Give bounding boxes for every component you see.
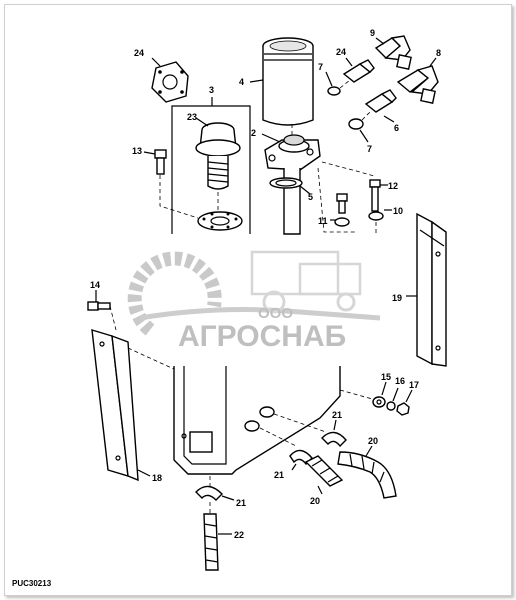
hose-clamp-21a — [321, 419, 347, 448]
washer-7b — [348, 111, 371, 143]
callout-7a: 7 — [318, 62, 323, 72]
callout-15: 15 — [381, 372, 391, 382]
watermark-name: АГРОСНАБ — [178, 320, 346, 353]
washer-part-16 — [386, 387, 399, 411]
callout-21a: 21 — [332, 410, 342, 420]
nut-part-17 — [396, 389, 413, 416]
watermark-logo: ООО АГРОСНАБ — [127, 250, 381, 353]
bolt-part-14 — [87, 290, 117, 331]
callout-22: 22 — [234, 530, 244, 540]
bolt-part-11 — [317, 167, 356, 233]
callout-18: 18 — [152, 473, 162, 483]
filter-canister-part — [249, 37, 314, 126]
callout-17: 17 — [409, 380, 419, 390]
watermark-truck — [250, 250, 340, 296]
callout-24b: 24 — [336, 47, 346, 57]
callout-12: 12 — [388, 181, 398, 191]
bracket-part-19 — [406, 212, 447, 367]
breather-assembly-box — [171, 97, 251, 234]
bracket-part-18 — [91, 329, 177, 482]
elbow-fitting-8 — [396, 57, 439, 104]
washer-part-15 — [372, 381, 387, 408]
flange-plate-part — [151, 57, 189, 103]
adapter-fitting-6 — [364, 89, 397, 123]
reference-code: PUC30213 — [12, 579, 52, 588]
washer-7a — [325, 71, 351, 96]
watermark-swoosh — [139, 307, 381, 321]
adapter-fitting-24 — [342, 57, 375, 83]
callout-19: 19 — [392, 293, 402, 303]
callout-23: 23 — [187, 112, 197, 122]
watermark-gear — [127, 251, 222, 336]
callout-16: 16 — [395, 376, 405, 386]
callout-8: 8 — [436, 48, 441, 58]
bolt-part-13 — [143, 149, 199, 219]
callout-4: 4 — [239, 77, 244, 87]
callout-6: 6 — [394, 123, 399, 133]
watermark-prefix: ООО — [258, 305, 293, 322]
callout-11: 11 — [318, 216, 328, 226]
callout-21c: 21 — [236, 498, 246, 508]
callout-9: 9 — [370, 28, 375, 38]
callout-2: 2 — [251, 128, 256, 138]
callout-13: 13 — [132, 146, 142, 156]
hydraulic-tank-part — [173, 366, 377, 475]
callout-14: 14 — [90, 280, 100, 290]
hose-part-20a — [337, 445, 397, 499]
elbow-fitting-9 — [374, 35, 412, 70]
hose-clamp-21b — [289, 449, 313, 471]
callout-20b: 20 — [310, 496, 320, 506]
hose-part-20b — [304, 455, 344, 495]
filter-head-part — [261, 124, 321, 235]
callout-21b: 21 — [274, 470, 284, 480]
callout-3: 3 — [209, 85, 214, 95]
hose-clamp-21c — [195, 485, 235, 501]
hose-part-22 — [203, 476, 232, 571]
callout-5: 5 — [308, 192, 313, 202]
callout-24a: 24 — [134, 48, 144, 58]
callout-labels: 24 3 23 13 4 2 5 24 7 9 8 6 7 12 10 11 1… — [90, 28, 441, 540]
callout-7b: 7 — [367, 144, 372, 154]
callout-10: 10 — [393, 206, 403, 216]
bolt-part-12 — [321, 161, 392, 234]
callout-20a: 20 — [368, 436, 378, 446]
